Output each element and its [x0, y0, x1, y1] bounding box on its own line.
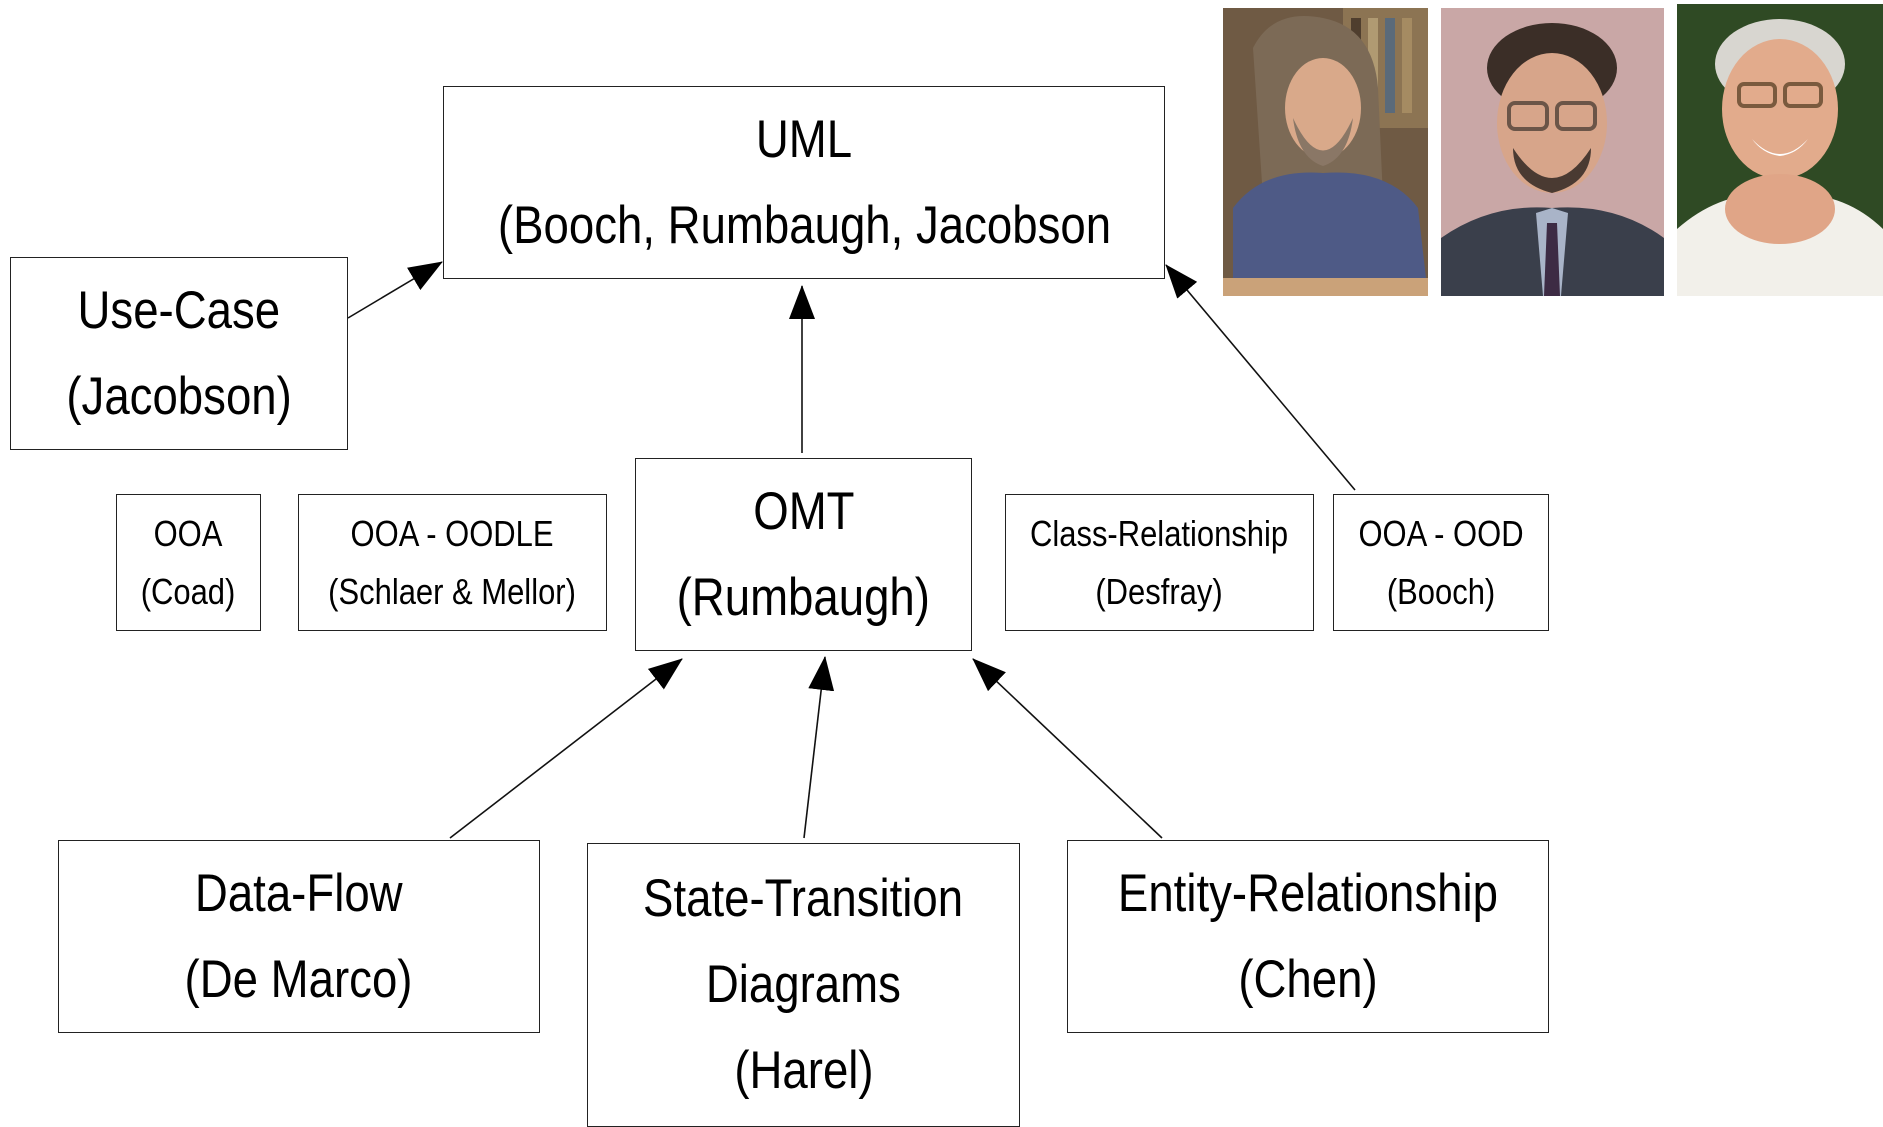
- ooa-coad-box: OOA (Coad): [116, 494, 261, 631]
- ooa-ood-author: (Booch): [1386, 570, 1496, 612]
- state-transition-title: State-Transition: [643, 869, 964, 928]
- arrow-ooa-ood-to-uml: [1165, 264, 1356, 491]
- uml-box: UML (Booch, Rumbaugh, Jacobson: [443, 86, 1165, 279]
- arrow-state-transition-to-omt: [803, 656, 835, 839]
- data-flow-box: Data-Flow (De Marco): [58, 840, 540, 1033]
- uml-authors: (Booch, Rumbaugh, Jacobson: [497, 195, 1111, 255]
- entity-relationship-title: Entity-Relationship: [1117, 863, 1499, 923]
- uml-title: UML: [755, 109, 853, 169]
- arrow-entity-relationship-to-omt: [972, 658, 1163, 839]
- omt-title: OMT: [752, 481, 855, 541]
- state-transition-box: State-Transition Diagrams (Harel): [587, 843, 1020, 1127]
- ooa-oodle-author: (Schlaer & Mellor): [328, 570, 577, 612]
- portrait-photo-1: [1223, 8, 1428, 296]
- data-flow-author: (De Marco): [185, 949, 413, 1009]
- class-relationship-author: (Desfray): [1095, 570, 1224, 612]
- use-case-author: (Jacobson): [66, 366, 292, 426]
- ooa-ood-box: OOA - OOD (Booch): [1333, 494, 1549, 631]
- arrow-data-flow-to-omt: [449, 658, 683, 839]
- ooa-coad-author: (Coad): [141, 570, 236, 612]
- data-flow-title: Data-Flow: [195, 863, 403, 923]
- ooa-coad-title: OOA: [154, 512, 223, 554]
- state-transition-subtitle: Diagrams: [705, 955, 902, 1014]
- state-transition-author: (Harel): [733, 1041, 874, 1100]
- ooa-oodle-box: OOA - OODLE (Schlaer & Mellor): [298, 494, 607, 631]
- ooa-ood-title: OOA - OOD: [1358, 512, 1524, 554]
- arrow-use-case-to-uml: [347, 261, 443, 319]
- omt-box: OMT (Rumbaugh): [635, 458, 972, 651]
- ooa-oodle-title: OOA - OODLE: [350, 512, 555, 554]
- use-case-title: Use-Case: [77, 280, 281, 340]
- entity-relationship-box: Entity-Relationship (Chen): [1067, 840, 1549, 1033]
- class-relationship-box: Class-Relationship (Desfray): [1005, 494, 1314, 631]
- class-relationship-title: Class-Relationship: [1030, 512, 1289, 554]
- portrait-photo-2: [1441, 8, 1664, 296]
- portrait-photo-3: [1677, 4, 1883, 296]
- omt-author: (Rumbaugh): [676, 567, 931, 627]
- entity-relationship-author: (Chen): [1238, 949, 1378, 1009]
- use-case-box: Use-Case (Jacobson): [10, 257, 348, 450]
